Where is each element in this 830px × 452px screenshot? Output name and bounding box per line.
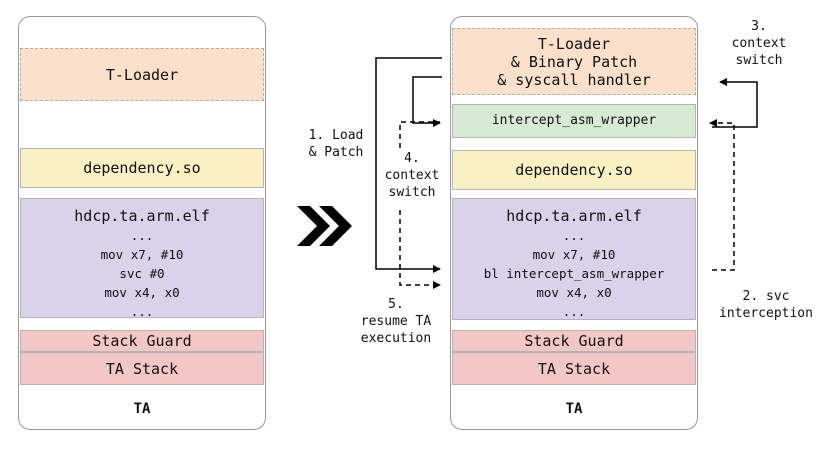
- right-stack-guard-label: Stack Guard: [524, 332, 624, 350]
- label-line: interception: [719, 306, 813, 321]
- left-dependency-label: dependency.so: [83, 159, 201, 177]
- label-line: 3.: [751, 19, 767, 34]
- left-elf-line: ...: [130, 304, 154, 319]
- left-elf-line: mov x4, x0: [104, 285, 180, 300]
- resume-ta-arrow: [399, 210, 441, 289]
- load-patch-label: 1. Load & Patch: [296, 127, 376, 161]
- label-line: 5.: [388, 297, 404, 312]
- svc-interception-arrow: [709, 119, 735, 271]
- context-switch-3-arrow: [712, 78, 758, 128]
- left-elf-line: mov x7, #10: [100, 247, 184, 262]
- left-ta-stack-block: TA Stack: [20, 352, 264, 385]
- right-stack-guard-block: Stack Guard: [452, 330, 696, 352]
- left-stack-guard-block: Stack Guard: [20, 330, 264, 352]
- resume-ta-label: 5. resume TA execution: [346, 296, 446, 347]
- left-dependency-block: dependency.so: [20, 148, 264, 188]
- label-line: 2. svc: [742, 289, 790, 304]
- right-elf-line: bl intercept_asm_wrapper: [483, 266, 665, 281]
- right-ta-footer: TA: [452, 398, 696, 420]
- right-ta-stack-label: TA Stack: [537, 359, 611, 378]
- right-elf-line: mov x7, #10: [532, 247, 616, 262]
- left-ta-stack-label: TA Stack: [105, 359, 179, 378]
- label-line: & Patch: [308, 145, 364, 160]
- context-switch-4-label: 4. context switch: [372, 150, 452, 201]
- right-elf-line: mov x4, x0: [536, 285, 612, 300]
- right-ta-footer-label: TA: [565, 401, 583, 417]
- right-loader-line: T-Loader: [537, 34, 611, 53]
- svc-interception-label: 2. svc interception: [706, 288, 826, 322]
- left-elf-line: ...: [130, 228, 154, 243]
- label-line: context: [384, 168, 440, 183]
- label-line: execution: [360, 331, 432, 346]
- left-t-loader-label: T-Loader: [105, 65, 179, 84]
- label-line: context: [731, 36, 787, 51]
- label-line: switch: [388, 185, 436, 200]
- load-patch-arrow: [375, 57, 442, 273]
- right-t-loader-block: T-Loader & Binary Patch & syscall handle…: [452, 28, 696, 95]
- right-ta-stack-block: TA Stack: [452, 352, 696, 385]
- loader-to-wrapper-arrow: [412, 76, 442, 127]
- transition-chevron-icon: [297, 206, 352, 246]
- label-line: switch: [735, 53, 783, 68]
- right-loader-line: & Binary Patch: [510, 52, 638, 71]
- left-elf-line: svc #0: [119, 266, 165, 281]
- label-line: resume TA: [360, 314, 432, 329]
- left-ta-footer: TA: [20, 398, 264, 420]
- right-wrapper-block: intercept_asm_wrapper: [452, 104, 696, 138]
- label-line: 4.: [404, 151, 420, 166]
- right-dependency-label: dependency.so: [515, 161, 633, 179]
- right-dependency-block: dependency.so: [452, 150, 696, 190]
- right-elf-block: hdcp.ta.arm.elf ... mov x7, #10 bl inter…: [452, 198, 696, 320]
- left-elf-title: hdcp.ta.arm.elf: [74, 207, 210, 225]
- right-loader-line: & syscall handler: [497, 70, 651, 89]
- left-stack-guard-label: Stack Guard: [92, 332, 192, 350]
- context-switch-3-label: 3. context switch: [714, 18, 804, 69]
- left-ta-footer-label: TA: [133, 401, 151, 417]
- right-wrapper-label: intercept_asm_wrapper: [491, 113, 657, 128]
- right-elf-line: ...: [562, 228, 586, 243]
- context-switch-4-dashed: [399, 121, 440, 148]
- label-line: 1. Load: [308, 128, 364, 143]
- right-elf-title: hdcp.ta.arm.elf: [506, 207, 642, 225]
- left-t-loader-block: T-Loader: [20, 48, 264, 101]
- left-elf-block: hdcp.ta.arm.elf ... mov x7, #10 svc #0 m…: [20, 198, 264, 319]
- right-elf-line: ...: [562, 304, 586, 319]
